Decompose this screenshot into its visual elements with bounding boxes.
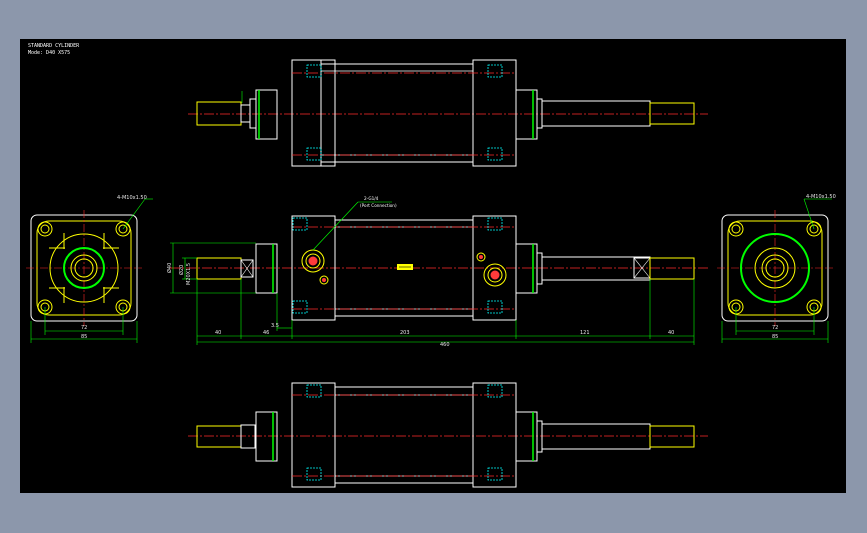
port-left [301, 249, 325, 273]
top-right-rod [541, 100, 651, 127]
top-right-cushion [515, 89, 538, 140]
right-end-view: 4-M10x1.50 72 85 [717, 194, 836, 343]
top-left-rod-end [196, 101, 242, 126]
port-right [483, 263, 507, 287]
dim-460: 460 [440, 342, 450, 348]
right-outer-dim: 85 [772, 334, 778, 340]
bottom-view [188, 382, 708, 488]
bore-dia-label: Ø40 [166, 263, 173, 273]
dim-3-5: 3.5 [271, 323, 279, 329]
dim-203: 203 [400, 330, 410, 336]
dim-121: 121 [580, 330, 590, 336]
top-left-cushion [255, 89, 278, 140]
left-inner-dim: 72 [81, 325, 87, 331]
drawing-canvas[interactable]: STANDARD CYLINDER Mode: D40 X575 [20, 39, 846, 493]
left-thread-callout: 4-M10x1.50 [117, 195, 147, 201]
top-view [188, 59, 708, 167]
port-subnote: (Port Connection) [360, 203, 397, 208]
title-line-2: Mode: D40 X575 [28, 50, 71, 56]
top-right-endcap [472, 59, 517, 167]
top-barrel [320, 63, 474, 163]
dim-46: 46 [263, 330, 269, 336]
top-left-endcap [291, 59, 322, 167]
dim-40-right: 40 [668, 330, 674, 336]
cad-drawing: 2-G1/4 (Port Connection) Ø40 Ø20 M20X1.5 [26, 59, 836, 488]
dim-40-left: 40 [215, 330, 221, 336]
front-view: 2-G1/4 (Port Connection) Ø40 Ø20 M20X1.5 [166, 196, 708, 348]
front-left-cushion [255, 243, 278, 294]
front-right-rod-end [649, 257, 695, 280]
front-left-rod-end [196, 257, 242, 280]
left-end-view: 4-M10x1.50 72 85 [26, 195, 153, 343]
port-note: 2-G1/4 [364, 196, 379, 201]
right-inner-dim: 72 [772, 325, 778, 331]
rod-dia-label: Ø20 [178, 265, 185, 275]
title-line-1: STANDARD CYLINDER [28, 43, 80, 49]
rod-thread-label: M20X1.5 [186, 263, 192, 285]
top-right-rod-end [649, 102, 695, 125]
right-thread-callout: 4-M10x1.50 [806, 194, 836, 200]
left-outer-dim: 85 [81, 334, 87, 340]
front-right-cushion [515, 243, 538, 294]
